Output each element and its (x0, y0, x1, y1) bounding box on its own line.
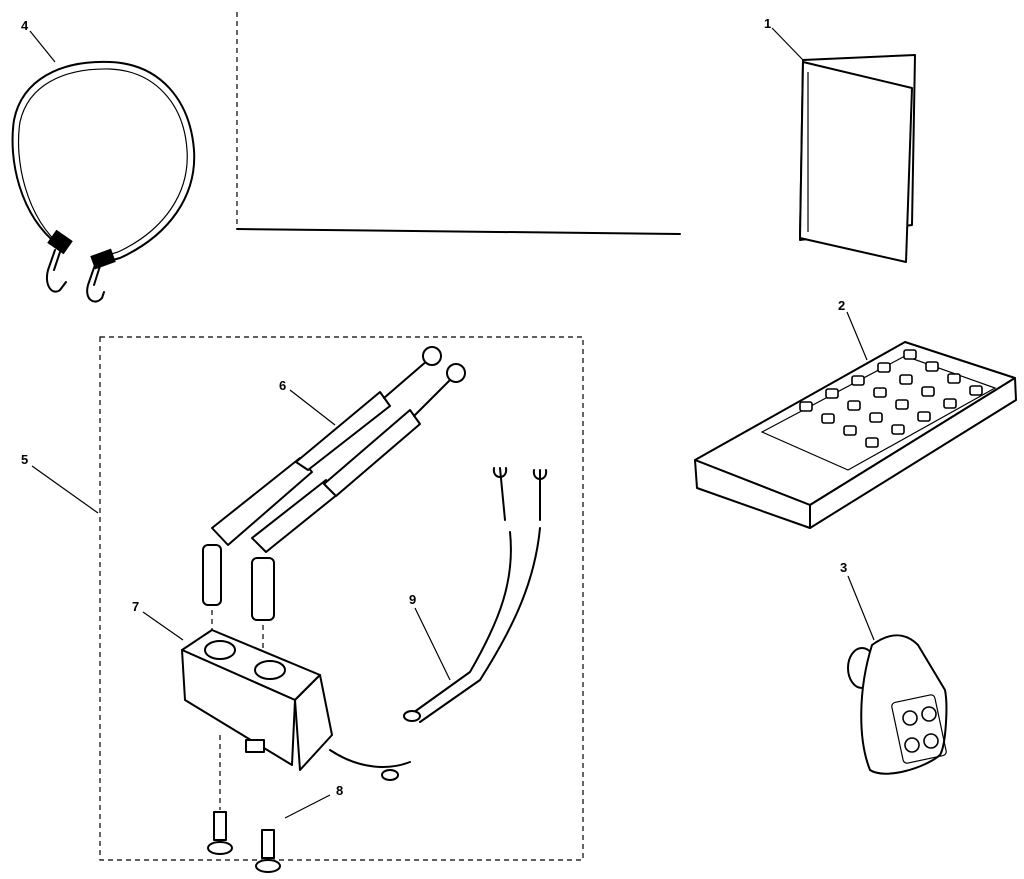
remote-control-part-2 (694, 341, 1017, 529)
lead-wire-part-9 (329, 467, 548, 781)
remote-key (899, 374, 913, 385)
callout-5: 5 (21, 452, 28, 467)
callout-4: 4 (21, 18, 29, 33)
remote-key (921, 386, 935, 397)
remote-key (869, 412, 883, 423)
remote-key (947, 373, 961, 384)
callout-8: 8 (336, 783, 343, 798)
callout-2: 2 (838, 298, 845, 313)
callout-9: 9 (409, 592, 416, 607)
screws-part-8 (207, 811, 281, 873)
remote-key (895, 399, 909, 410)
remote-key (873, 387, 887, 398)
remote-key (943, 398, 957, 409)
remote-key (969, 385, 983, 396)
remote-key (799, 401, 813, 412)
booklet-part-1 (799, 54, 916, 263)
remote-key (825, 388, 839, 399)
antenna-base-part-7 (181, 629, 333, 810)
remote-key (891, 424, 905, 435)
remote-key (925, 361, 939, 372)
callout-3: 3 (840, 560, 847, 575)
rod-antennas-part-6 (202, 346, 466, 660)
remote-key (847, 400, 861, 411)
splitter-part-3 (847, 634, 948, 775)
remote-key (865, 437, 879, 448)
remote-key (821, 413, 835, 424)
remote-key (917, 411, 931, 422)
kit-boundary-part-5 (99, 336, 584, 861)
callout-6: 6 (279, 378, 286, 393)
remote-key (843, 425, 857, 436)
callout-1: 1 (764, 16, 771, 31)
blank-label-area (236, 12, 681, 235)
remote-key (851, 375, 865, 386)
leader-lines (29, 27, 875, 819)
callout-7: 7 (132, 599, 139, 614)
callout-labels: 1 2 3 4 5 6 7 8 9 (21, 16, 847, 798)
loop-antenna-part-4 (11, 60, 196, 303)
remote-key (877, 362, 891, 373)
remote-key (903, 349, 917, 360)
